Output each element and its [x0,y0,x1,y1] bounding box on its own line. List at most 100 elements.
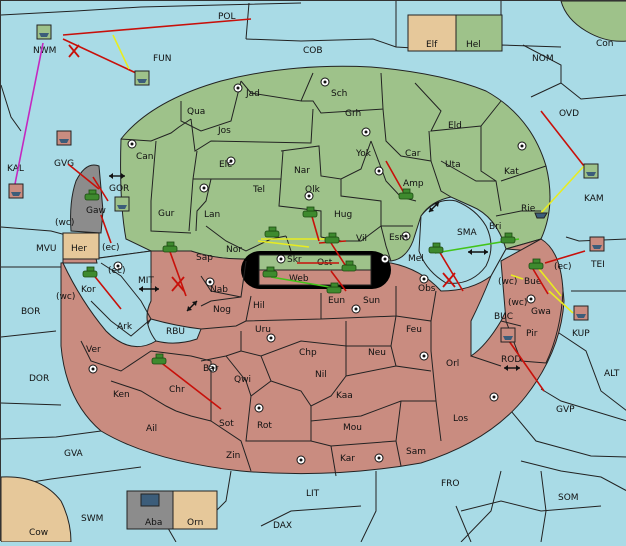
label-sma: SMA [457,228,477,238]
label-nil: Nil [315,370,327,380]
label-sap: Sap [196,253,213,263]
label-nog: Nog [213,305,231,315]
label-bor: BOR [21,307,40,317]
label-ver: Ver [86,345,101,355]
label-gaw: Gaw [86,206,106,216]
label-som: SOM [558,493,579,503]
label-alt: ALT [604,369,620,379]
supply-centers [88,77,536,465]
label-ec3: (ec) [554,262,572,272]
province-labels: Jad Sch Qua Jos Grh Eld Can Elc Nar Yok … [55,89,572,464]
label-hug: Hug [334,210,352,220]
label-wc1: (wc) [55,218,74,228]
label-kat: Kat [504,167,519,177]
legend-hel-label: Hel [466,40,481,50]
label-eld: Eld [448,121,462,131]
label-chr: Chr [169,385,185,395]
legend-orn-box [172,490,218,530]
label-tei: TEI [590,260,605,270]
label-rie: Rie [521,204,536,214]
label-bar: Bar [203,364,219,374]
label-chp: Chp [299,348,317,358]
legend-hel-box [455,14,503,52]
label-kor: Kor [81,285,96,295]
label-qua: Qua [187,107,205,117]
label-con: Con [596,39,614,49]
label-gwa: Gwa [531,307,551,317]
label-ovd: OVD [559,109,579,119]
label-neu: Neu [368,348,386,358]
label-wc3: (wc) [498,277,517,287]
province-con[interactable] [560,0,626,42]
label-cob: COB [303,46,323,56]
sea-sma[interactable] [418,199,492,284]
label-pir: Pir [526,329,538,339]
label-qwi: Qwi [234,375,251,385]
label-rot: Rot [257,421,272,431]
label-sch: Sch [331,89,347,99]
legend-elf-label: Elf [426,40,438,50]
label-ail: Ail [146,424,157,434]
label-nor: Nor [226,245,242,255]
label-vil: Vil [356,234,367,244]
label-web: Web [289,274,309,284]
label-cow: Cow [29,528,48,538]
province-her[interactable] [62,232,100,260]
label-ark: Ark [117,322,133,332]
order-lines [14,18,586,410]
label-sun: Sun [363,296,380,306]
label-dax: DAX [273,521,292,531]
label-mit: MIT [138,276,154,286]
province-cow[interactable] [0,476,72,543]
label-obs: Obs [418,284,436,294]
connection-arrows [109,173,520,371]
label-fun: FUN [153,54,172,64]
label-mel: Mel [408,254,424,264]
label-kar: Kar [340,454,355,464]
label-lan: Lan [204,210,220,220]
label-ec1: (ec) [102,243,120,253]
label-rod: ROD [501,355,521,365]
label-tel: Tel [252,185,265,195]
label-car: Car [405,149,421,159]
label-uru: Uru [255,325,271,335]
label-jos: Jos [217,126,231,136]
north-borders [120,72,547,262]
label-grh: Grh [345,109,361,119]
south-borders [80,260,522,477]
label-nab: Nab [210,285,228,295]
label-amp: Amp [403,179,424,189]
label-kup: KUP [572,329,590,339]
label-gvg: GVG [54,159,74,169]
fleets [8,24,605,507]
label-eun: Eun [328,296,345,306]
label-nar: Nar [294,166,310,176]
label-uta: Uta [445,160,461,170]
label-skr: Skr [287,255,302,265]
label-esm: Esm [389,233,408,243]
label-gvp: GVP [556,405,575,415]
label-swm: SWM [81,514,103,524]
label-kal: KAL [7,164,24,174]
label-rbu: RBU [166,327,185,337]
label-orl: Orl [446,359,459,369]
label-kaa: Kaa [336,391,353,401]
label-her: Her [71,244,87,254]
label-los: Los [453,414,468,424]
label-wc4: (wc) [508,298,527,308]
label-dor: DOR [29,374,49,384]
label-buc: BUC [494,312,513,322]
label-lit: LIT [306,489,320,499]
label-zin: Zin [226,451,240,461]
label-ec2: (ec) [108,266,126,276]
legend-aba-label: Aba [145,518,162,528]
label-olk: Olk [305,185,321,195]
label-jad: Jad [245,89,260,99]
label-yok: Yok [355,149,372,159]
label-gva: GVA [64,449,84,459]
label-fro: FRO [441,479,460,489]
label-pol: POL [218,12,236,22]
label-can: Can [136,152,154,162]
label-ken: Ken [113,390,130,400]
